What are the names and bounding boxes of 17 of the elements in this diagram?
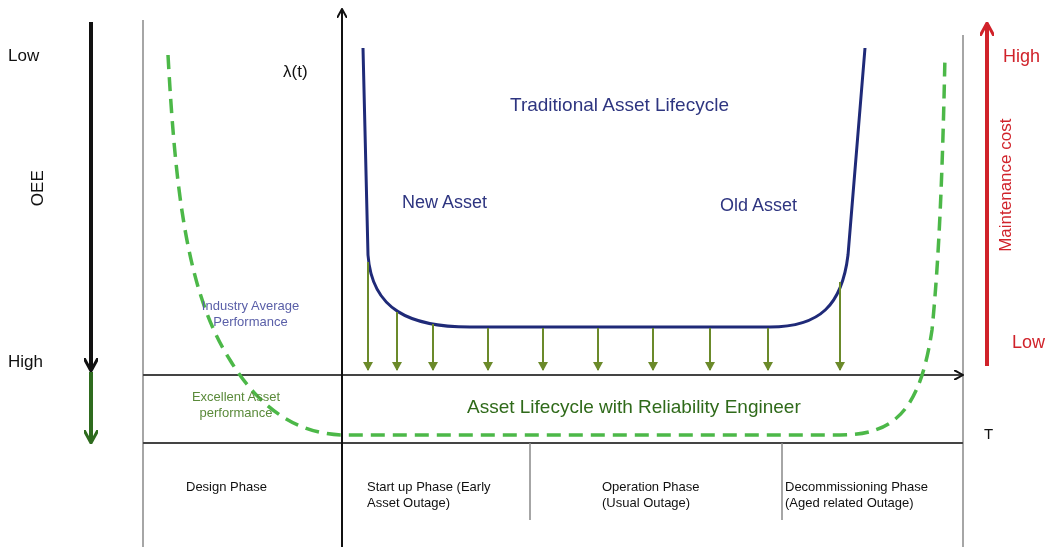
scale-label: High <box>8 352 43 373</box>
phase-label: Operation Phase (Usual Outage) <box>602 479 701 511</box>
axis-label: λ(t) <box>283 62 308 83</box>
annotation-text: Industry Average Performance <box>200 298 301 330</box>
scale-label: Low <box>1012 332 1046 354</box>
curve-label: New Asset <box>402 192 488 214</box>
scale-label: High <box>1003 46 1041 68</box>
scale-label: Low <box>8 46 40 67</box>
axis-label: T <box>984 425 994 443</box>
phase-label: Start up Phase (Early Asset Outage) <box>367 479 492 511</box>
phase-label: Decommissioning Phase (Aged related Outage) <box>785 479 930 511</box>
curve-label: Traditional Asset Lifecycle <box>510 94 729 117</box>
curve-label: Asset Lifecycle with Reliability Engineer <box>467 396 801 419</box>
phase-label: Design Phase <box>186 479 267 495</box>
curve-label: Old Asset <box>720 195 798 217</box>
axis-label: Maintenance cost <box>996 118 1017 252</box>
axis-label: OEE <box>27 170 48 207</box>
